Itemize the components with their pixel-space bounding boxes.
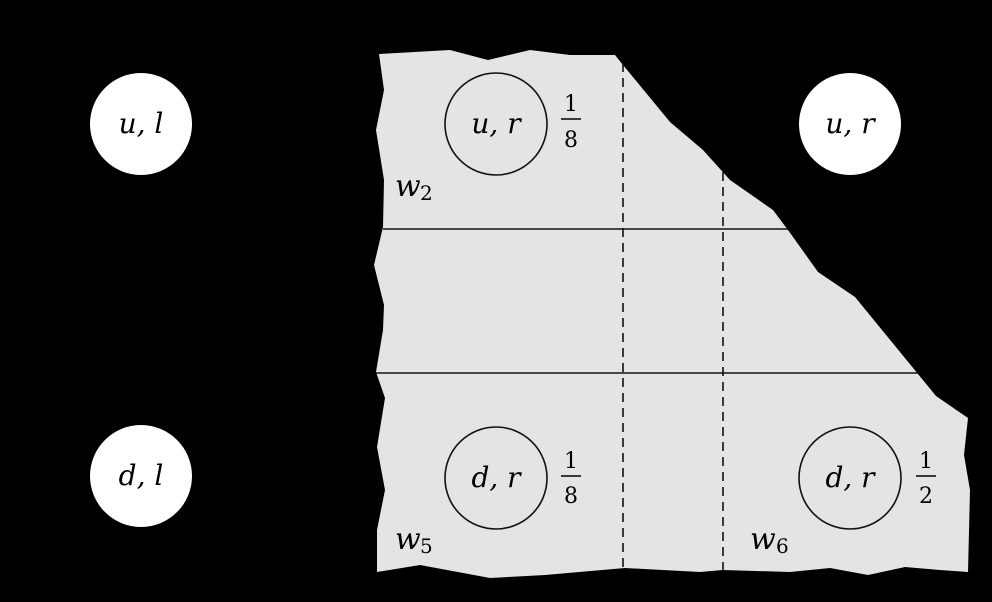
probability-denominator: 2 (919, 484, 933, 509)
node-u-r-outer: u, r (799, 73, 901, 175)
node-label: d, r (471, 461, 522, 494)
node-label: u, l (119, 107, 164, 140)
node-label: u, r (471, 107, 522, 140)
world-label: w (395, 169, 421, 204)
world-subscript: 2 (420, 181, 433, 205)
node-w6-d-r: d, r 1 2 w 6 (750, 426, 936, 558)
world-subscript: 5 (420, 534, 433, 558)
probability-numerator: 1 (919, 449, 933, 474)
node-w2-u-r: u, r 1 8 w 2 (395, 72, 581, 205)
shaded-region (374, 50, 970, 578)
world-subscript: 6 (776, 534, 789, 558)
probability-denominator: 8 (564, 484, 578, 509)
probability-numerator: 1 (564, 92, 578, 117)
node-label: u, r (825, 107, 876, 140)
node-u-l: u, l (90, 73, 192, 175)
node-label: d, l (119, 459, 164, 492)
probability-denominator: 8 (564, 128, 578, 153)
node-w5-d-r: d, r 1 8 w 5 (395, 426, 581, 558)
node-d-l: d, l (90, 425, 192, 527)
world-label: w (395, 522, 421, 557)
node-label: d, r (825, 461, 876, 494)
world-label: w (750, 522, 776, 557)
probability-numerator: 1 (564, 449, 578, 474)
